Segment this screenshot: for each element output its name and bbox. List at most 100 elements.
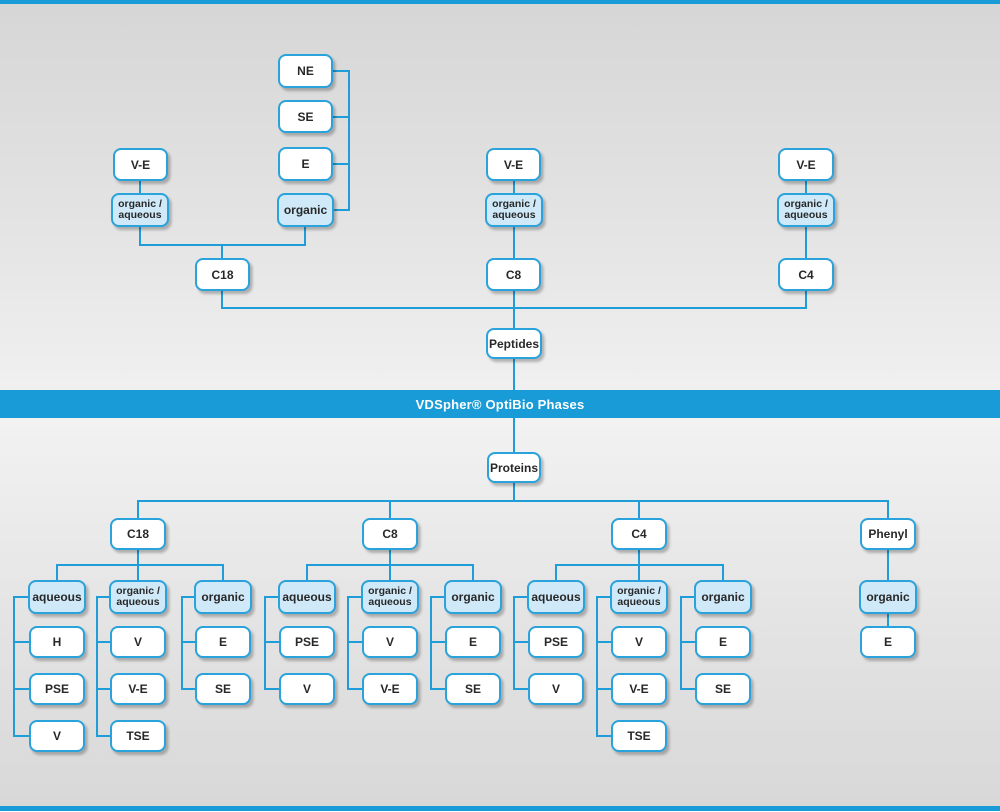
connector-line bbox=[389, 564, 391, 581]
connector-line bbox=[13, 596, 29, 598]
connector-line bbox=[389, 550, 391, 566]
node-c18-organic-aqueous: organic / aqueous bbox=[109, 580, 167, 614]
connector-line bbox=[513, 483, 515, 502]
node-c18-orgaq-tse: TSE bbox=[110, 720, 166, 752]
connector-line bbox=[596, 596, 611, 598]
connector-line bbox=[513, 227, 515, 258]
connector-line bbox=[348, 70, 350, 211]
connector-line bbox=[887, 613, 889, 627]
connector-line bbox=[333, 163, 349, 165]
connector-line bbox=[513, 596, 515, 690]
node-c4-orgaq-v: V bbox=[611, 626, 667, 658]
connector-line bbox=[306, 564, 308, 581]
connector-line bbox=[430, 596, 445, 598]
connector-line bbox=[181, 688, 195, 690]
connector-line bbox=[181, 641, 195, 643]
connector-line bbox=[264, 596, 266, 690]
connector-line bbox=[513, 307, 515, 330]
connector-line bbox=[181, 596, 195, 598]
connector-line bbox=[680, 596, 682, 690]
connector-line bbox=[221, 291, 223, 309]
node-c4-peptides: C4 bbox=[778, 258, 834, 291]
node-c8-aqueous: aqueous bbox=[278, 580, 336, 614]
connector-line bbox=[137, 500, 889, 502]
connector-line bbox=[555, 564, 557, 581]
node-c18-peptides: C18 bbox=[195, 258, 250, 291]
connector-line bbox=[13, 596, 15, 737]
node-proteins: Proteins bbox=[487, 452, 541, 483]
node-c8-organic-e: E bbox=[445, 626, 501, 658]
node-peptides: Peptides bbox=[486, 328, 542, 359]
connector-line bbox=[137, 500, 139, 519]
node-c18-aqueous-h: H bbox=[29, 626, 85, 658]
node-c8-organic-se: SE bbox=[445, 673, 501, 705]
node-c18-organic-e: E bbox=[195, 626, 251, 658]
node-c4-aqueous-v: V bbox=[528, 673, 584, 705]
node-c18-proteins: C18 bbox=[110, 518, 166, 550]
node-phenyl-organic: organic bbox=[859, 580, 917, 614]
banner-title: VDSpher® OptiBio Phases bbox=[415, 396, 585, 412]
connector-line bbox=[513, 181, 515, 193]
connector-line bbox=[347, 596, 362, 598]
connector-line bbox=[56, 564, 58, 581]
connector-line bbox=[137, 564, 139, 581]
connector-line bbox=[264, 641, 279, 643]
node-c8-orgaq-ve: V-E bbox=[362, 673, 418, 705]
connector-line bbox=[805, 227, 807, 258]
connector-line bbox=[222, 564, 224, 581]
connector-line bbox=[347, 596, 349, 690]
connector-line bbox=[887, 550, 889, 581]
connector-line bbox=[596, 641, 611, 643]
node-c4-aqueous: aqueous bbox=[527, 580, 585, 614]
node-ne: NE bbox=[278, 54, 333, 88]
connector-line bbox=[805, 291, 807, 309]
node-c18-aqueous-v: V bbox=[29, 720, 85, 752]
node-c18-aqueous: aqueous bbox=[28, 580, 86, 614]
connector-line bbox=[638, 500, 640, 519]
connector-line bbox=[137, 550, 139, 566]
connector-line bbox=[596, 688, 611, 690]
node-c18-aqueous-pse: PSE bbox=[29, 673, 85, 705]
node-c8-aqueous-v: V bbox=[279, 673, 335, 705]
connector-line bbox=[13, 641, 29, 643]
connector-line bbox=[347, 688, 362, 690]
node-c4-orgaq-ve: V-E bbox=[611, 673, 667, 705]
connector-line bbox=[96, 596, 110, 598]
top-accent-bar bbox=[0, 0, 1000, 4]
node-c4-orgaq-tse: TSE bbox=[611, 720, 667, 752]
connector-line bbox=[430, 688, 445, 690]
connector-line bbox=[680, 641, 695, 643]
node-c4-proteins: C4 bbox=[611, 518, 667, 550]
connector-line bbox=[680, 596, 695, 598]
node-c18-orgaq-v: V bbox=[110, 626, 166, 658]
connector-line bbox=[139, 227, 141, 246]
connector-line bbox=[96, 688, 110, 690]
node-c4-organic: organic bbox=[694, 580, 752, 614]
connector-line bbox=[638, 550, 640, 566]
connector-line bbox=[472, 564, 474, 581]
node-c8-peptides: C8 bbox=[486, 258, 541, 291]
connector-line bbox=[513, 688, 528, 690]
connector-line bbox=[389, 500, 391, 519]
banner: VDSpher® OptiBio Phases bbox=[0, 390, 1000, 418]
connector-line bbox=[722, 564, 724, 581]
node-c18-orgaq-ve: V-E bbox=[110, 673, 166, 705]
node-ve-peptides-c18: V-E bbox=[113, 148, 168, 181]
node-c8-organic-aqueous: organic / aqueous bbox=[361, 580, 419, 614]
node-organic-aqueous-peptides-c4: organic / aqueous bbox=[777, 193, 835, 227]
node-organic-peptides-c18: organic bbox=[277, 193, 334, 227]
node-ve-peptides-c8: V-E bbox=[486, 148, 541, 181]
node-c8-proteins: C8 bbox=[362, 518, 418, 550]
node-c18-organic-se: SE bbox=[195, 673, 251, 705]
node-c18-organic: organic bbox=[194, 580, 252, 614]
connector-line bbox=[264, 688, 279, 690]
connector-line bbox=[333, 209, 349, 211]
connector-line bbox=[513, 596, 528, 598]
connector-line bbox=[513, 359, 515, 391]
connector-line bbox=[13, 735, 29, 737]
node-e: E bbox=[278, 147, 333, 181]
connector-line bbox=[513, 291, 515, 309]
bottom-accent-bar bbox=[0, 806, 1000, 811]
connector-line bbox=[887, 500, 889, 519]
